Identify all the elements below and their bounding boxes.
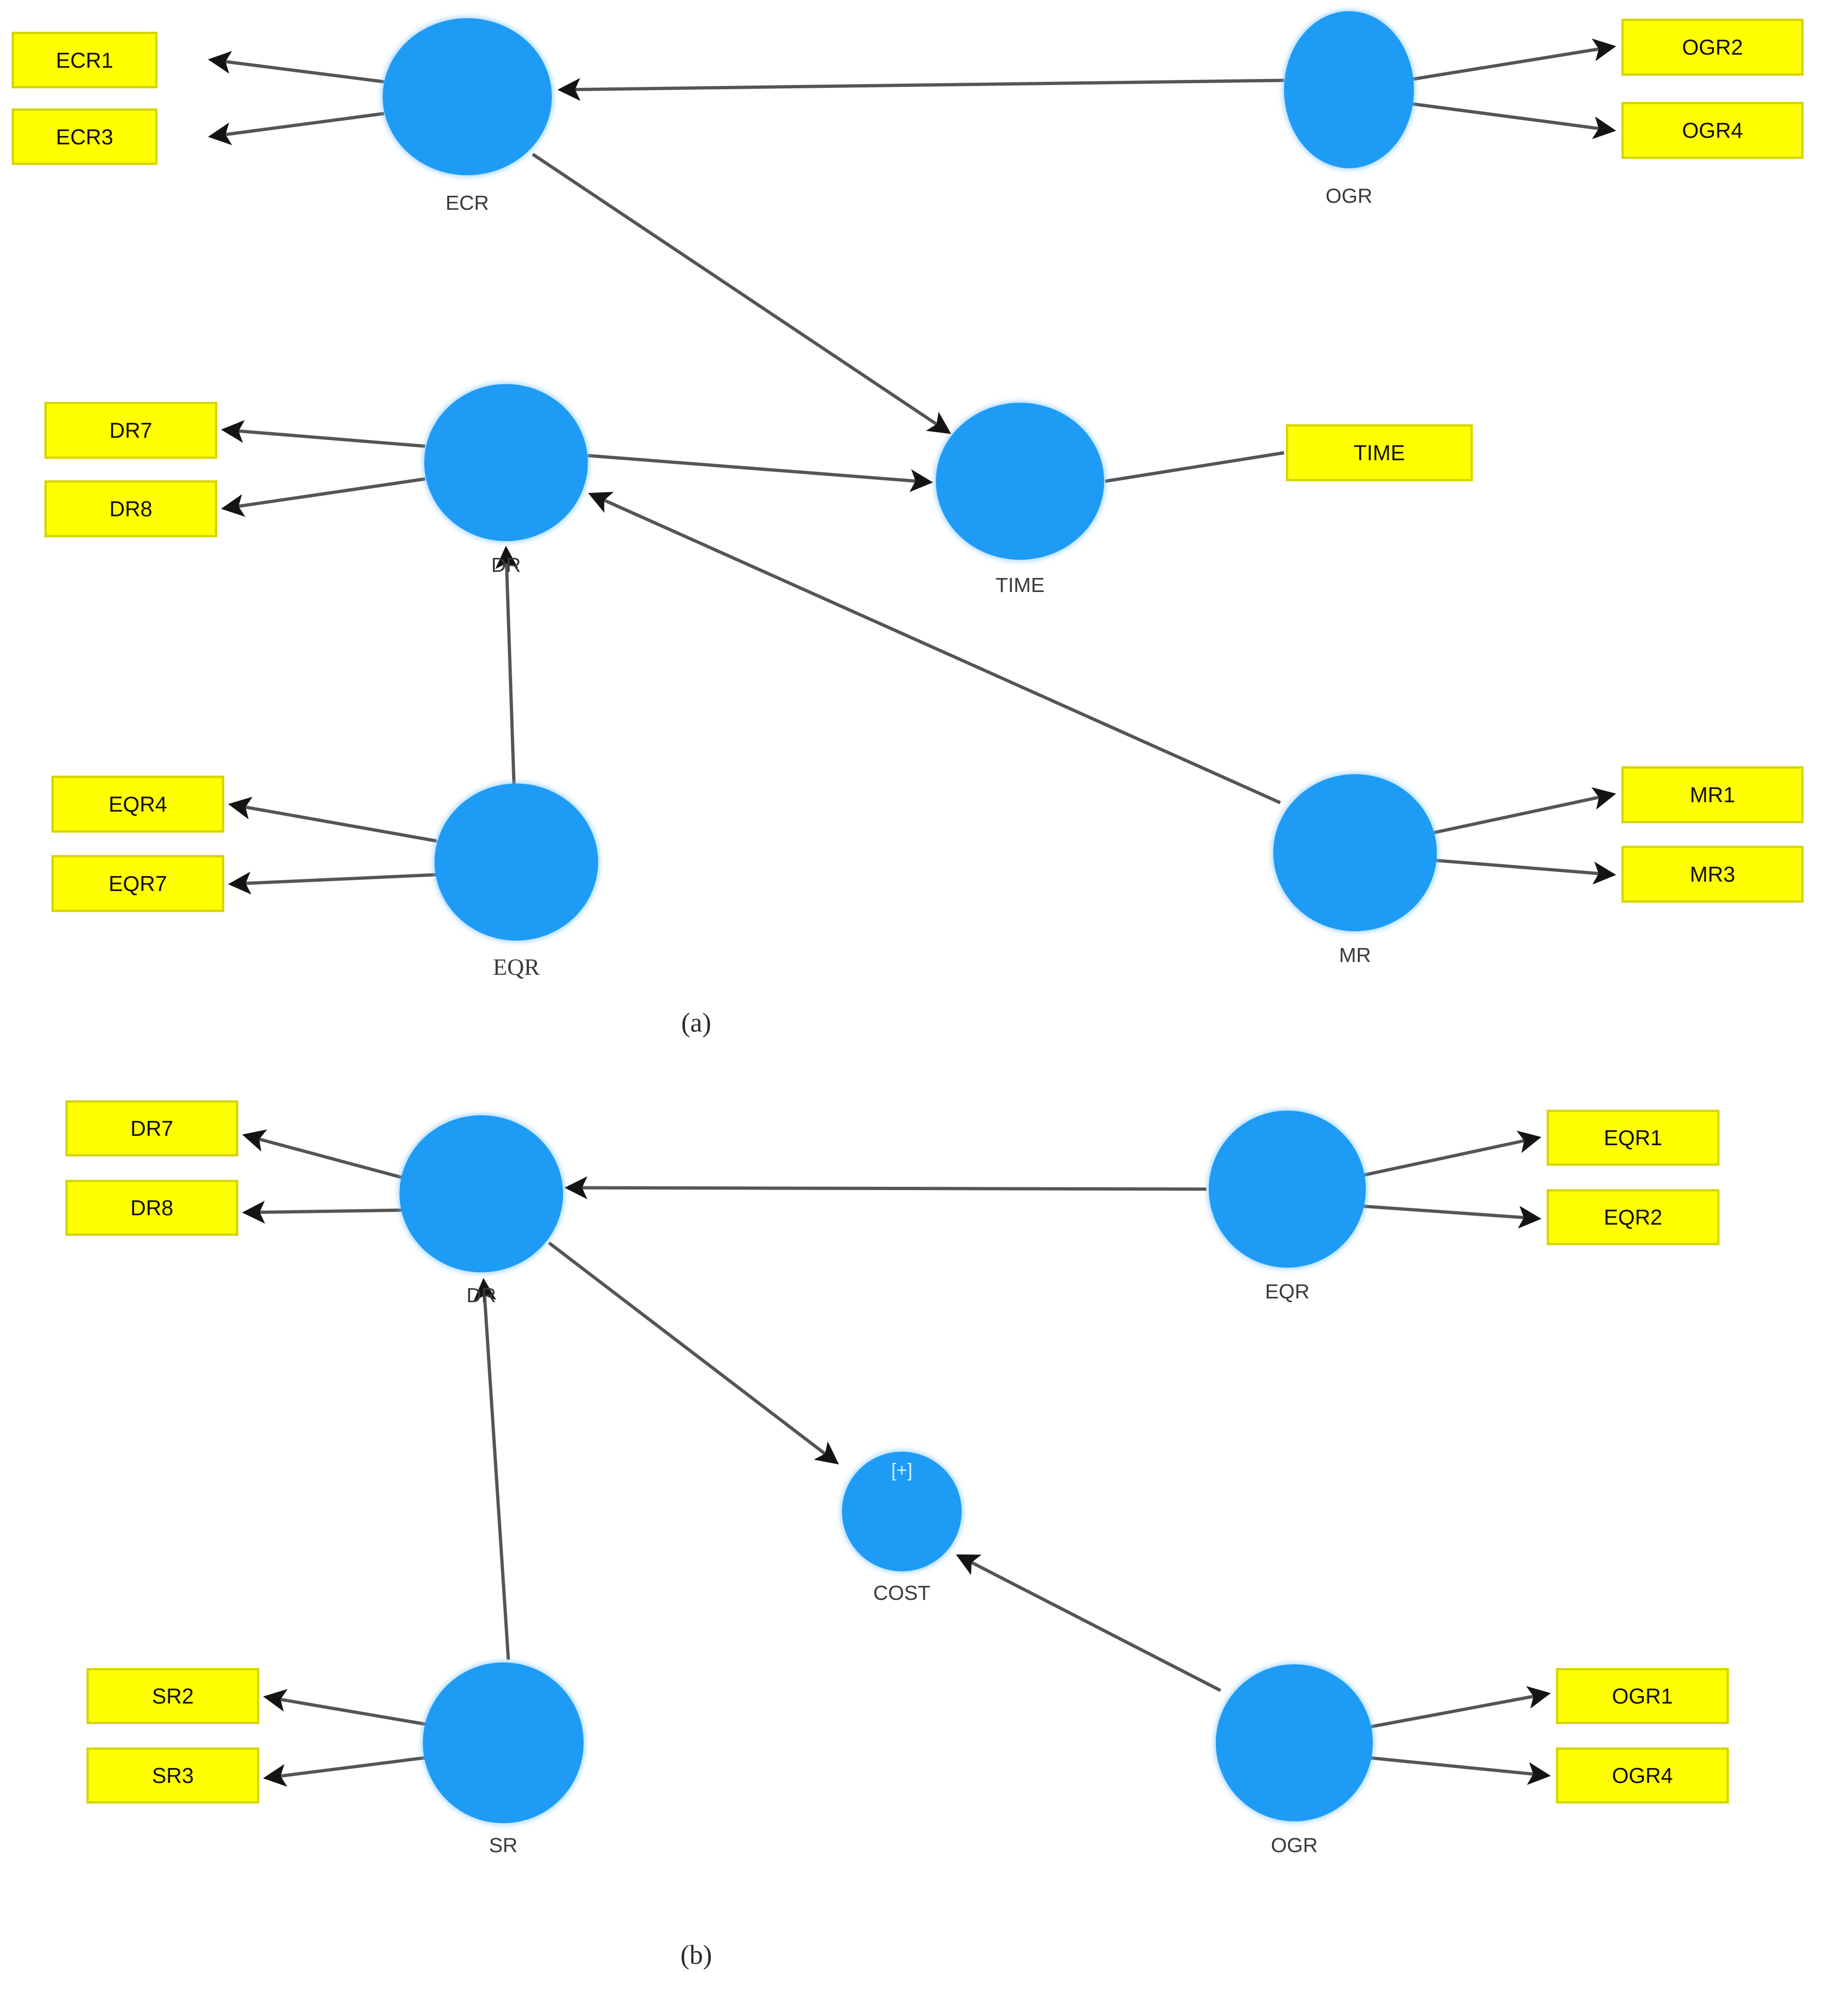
node-label-ogr-b: OGR: [1270, 1834, 1318, 1857]
indicator-sr3-b[interactable]: SR3: [86, 1747, 259, 1804]
edge-b-eqr-to-eqr1: [1352, 1130, 1541, 1179]
node-ogr[interactable]: [1284, 11, 1414, 168]
indicator-eqr1-b[interactable]: EQR1: [1547, 1110, 1720, 1166]
node-label-ecr: ECR: [445, 192, 489, 214]
node-sr-b[interactable]: [423, 1662, 584, 1823]
edge-ogr-to-ogr2: [1411, 38, 1616, 81]
edge-eqr-to-dr: [495, 546, 518, 784]
indicator-ogr2[interactable]: OGR2: [1621, 19, 1804, 76]
edge-b-ogr-to-cost: [956, 1554, 1221, 1692]
indicator-dr7-a[interactable]: DR7: [44, 402, 217, 459]
node-label-cost-b: COST: [873, 1582, 931, 1605]
edge-b-dr-to-dr7: [242, 1129, 402, 1179]
node-eqr-b[interactable]: [1209, 1111, 1366, 1268]
node-label-sr-b: SR: [489, 1834, 518, 1857]
node-mr-a[interactable]: [1273, 774, 1437, 931]
indicator-dr7-b[interactable]: DR7: [65, 1100, 238, 1156]
edge-dr-to-dr8: [221, 477, 426, 517]
edge-dr-to-dr7: [221, 420, 426, 448]
node-dr-b[interactable]: [400, 1115, 563, 1272]
node-label-eqr-a: EQR: [493, 954, 540, 980]
node-time-a[interactable]: [936, 403, 1104, 560]
indicator-dr8-b[interactable]: DR8: [65, 1180, 238, 1236]
node-dr-a[interactable]: [424, 384, 588, 541]
edge-mr-to-mr3: [1427, 858, 1616, 885]
indicator-mr3[interactable]: MR3: [1621, 846, 1804, 903]
edge-mr-to-dr: [588, 492, 1281, 805]
node-label-ogr: OGR: [1325, 185, 1373, 207]
edge-b-eqr-to-dr: [564, 1176, 1207, 1199]
edge-ecr-to-time: [532, 153, 951, 434]
node-label-mr-a: MR: [1339, 944, 1371, 967]
node-cost-b[interactable]: [842, 1452, 962, 1571]
edge-b-eqr-to-eqr2: [1352, 1204, 1541, 1229]
node-eqr-a[interactable]: [435, 784, 598, 941]
indicator-sr2-b[interactable]: SR2: [86, 1668, 259, 1724]
edge-b-ogr-to-ogr1: [1359, 1686, 1551, 1731]
indicator-ecr1[interactable]: ECR1: [12, 32, 157, 88]
node-label-time-a: TIME: [995, 574, 1045, 597]
edge-eqr-to-eqr4: [228, 797, 437, 843]
node-cost-plus-marker: [+]: [891, 1460, 913, 1481]
indicator-ecr3[interactable]: ECR3: [12, 108, 157, 165]
indicator-ogr4[interactable]: OGR4: [1621, 102, 1804, 159]
panel-caption-b: (b): [680, 1940, 712, 1970]
edge-b-dr-to-dr8: [242, 1200, 402, 1224]
edge-b-ogr-to-ogr4: [1359, 1755, 1551, 1785]
indicator-eqr4[interactable]: EQR4: [51, 776, 224, 833]
edge-ogr-to-ogr4: [1411, 102, 1616, 139]
edge-eqr-to-eqr7: [228, 871, 437, 895]
edge-b-sr-to-sr2: [263, 1689, 426, 1726]
indicator-eqr2-b[interactable]: EQR2: [1547, 1189, 1720, 1245]
indicator-eqr7[interactable]: EQR7: [51, 855, 224, 912]
node-ogr-b[interactable]: [1216, 1664, 1373, 1821]
indicator-mr1[interactable]: MR1: [1621, 766, 1804, 823]
indicator-dr8-a[interactable]: DR8: [44, 480, 217, 537]
edge-b-dr-to-cost: [548, 1241, 839, 1465]
indicator-ogr1-b[interactable]: OGR1: [1556, 1668, 1729, 1724]
node-ecr[interactable]: [383, 18, 552, 175]
indicator-time[interactable]: TIME: [1286, 424, 1473, 481]
indicator-ogr4-b[interactable]: OGR4: [1556, 1747, 1729, 1804]
edge-ecr-to-ecr3: [208, 112, 385, 145]
edge-b-sr-to-dr: [473, 1278, 510, 1660]
edge-b-sr-to-sr3: [263, 1756, 426, 1787]
node-label-eqr-b: EQR: [1265, 1280, 1310, 1303]
edge-dr-to-time: [587, 454, 933, 492]
node-label-dr-b: DR: [466, 1284, 496, 1307]
panel-caption-a: (a): [681, 1007, 712, 1038]
edge-ogr-to-ecr: [557, 78, 1284, 101]
node-label-dr-a: DR: [491, 554, 521, 577]
edge-time-indicator-to-time: [1105, 451, 1284, 483]
edge-mr-to-mr1: [1427, 787, 1616, 836]
edge-ecr-to-ecr1: [208, 50, 385, 84]
